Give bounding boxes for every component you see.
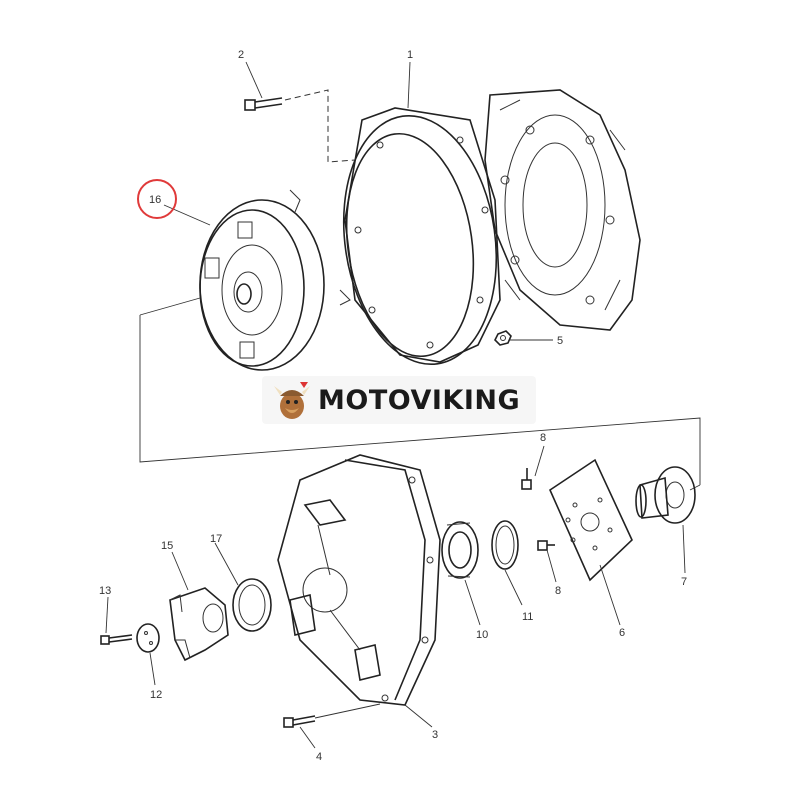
callout-11: 11 — [522, 611, 533, 623]
adapter-housing — [342, 107, 501, 366]
callout-16: 16 — [149, 194, 161, 206]
callout-12: 12 — [150, 689, 162, 701]
leader-lines — [105, 61, 686, 749]
plate-part-6 — [548, 458, 633, 582]
callout-7: 7 — [681, 576, 687, 588]
bolt-part-8-upper — [521, 468, 532, 490]
nut-part-5 — [494, 330, 512, 346]
snap-ring-part-11 — [491, 520, 519, 570]
callout-1: 1 — [407, 49, 413, 61]
watermark-text: MOTOVIKING — [318, 384, 521, 416]
callout-2: 2 — [238, 49, 244, 61]
callout-15: 15 — [161, 540, 173, 552]
callout-13: 13 — [99, 585, 111, 597]
washer-part-12 — [136, 623, 160, 653]
engine-housing — [484, 89, 641, 331]
callout-labels: 2 1 16 5 8 8 11 10 6 7 3 4 15 17 13 12 — [99, 49, 687, 763]
watermark-banner: MOTOVIKING — [262, 376, 536, 424]
callout-3: 3 — [432, 729, 438, 741]
highlight-circle — [137, 179, 177, 219]
callout-17: 17 — [210, 533, 222, 545]
bolt-part-13 — [100, 634, 133, 645]
yoke-part-15 — [169, 587, 229, 662]
callout-8-lower: 8 — [555, 585, 561, 597]
callout-10: 10 — [476, 629, 488, 641]
transmission-housing — [277, 454, 441, 706]
bolt-part-8-lower — [537, 540, 555, 551]
flange-part-7 — [635, 466, 696, 524]
callout-6: 6 — [619, 627, 625, 639]
bolt-part-4 — [283, 703, 381, 728]
ring-part-17 — [232, 578, 272, 632]
callout-4: 4 — [316, 751, 322, 763]
torque-converter — [199, 189, 351, 371]
bolt-part-2 — [244, 89, 356, 163]
seal-part-10 — [441, 521, 479, 579]
viking-logo-icon — [274, 382, 310, 419]
callout-5: 5 — [557, 335, 563, 347]
callout-8-upper: 8 — [540, 432, 546, 444]
